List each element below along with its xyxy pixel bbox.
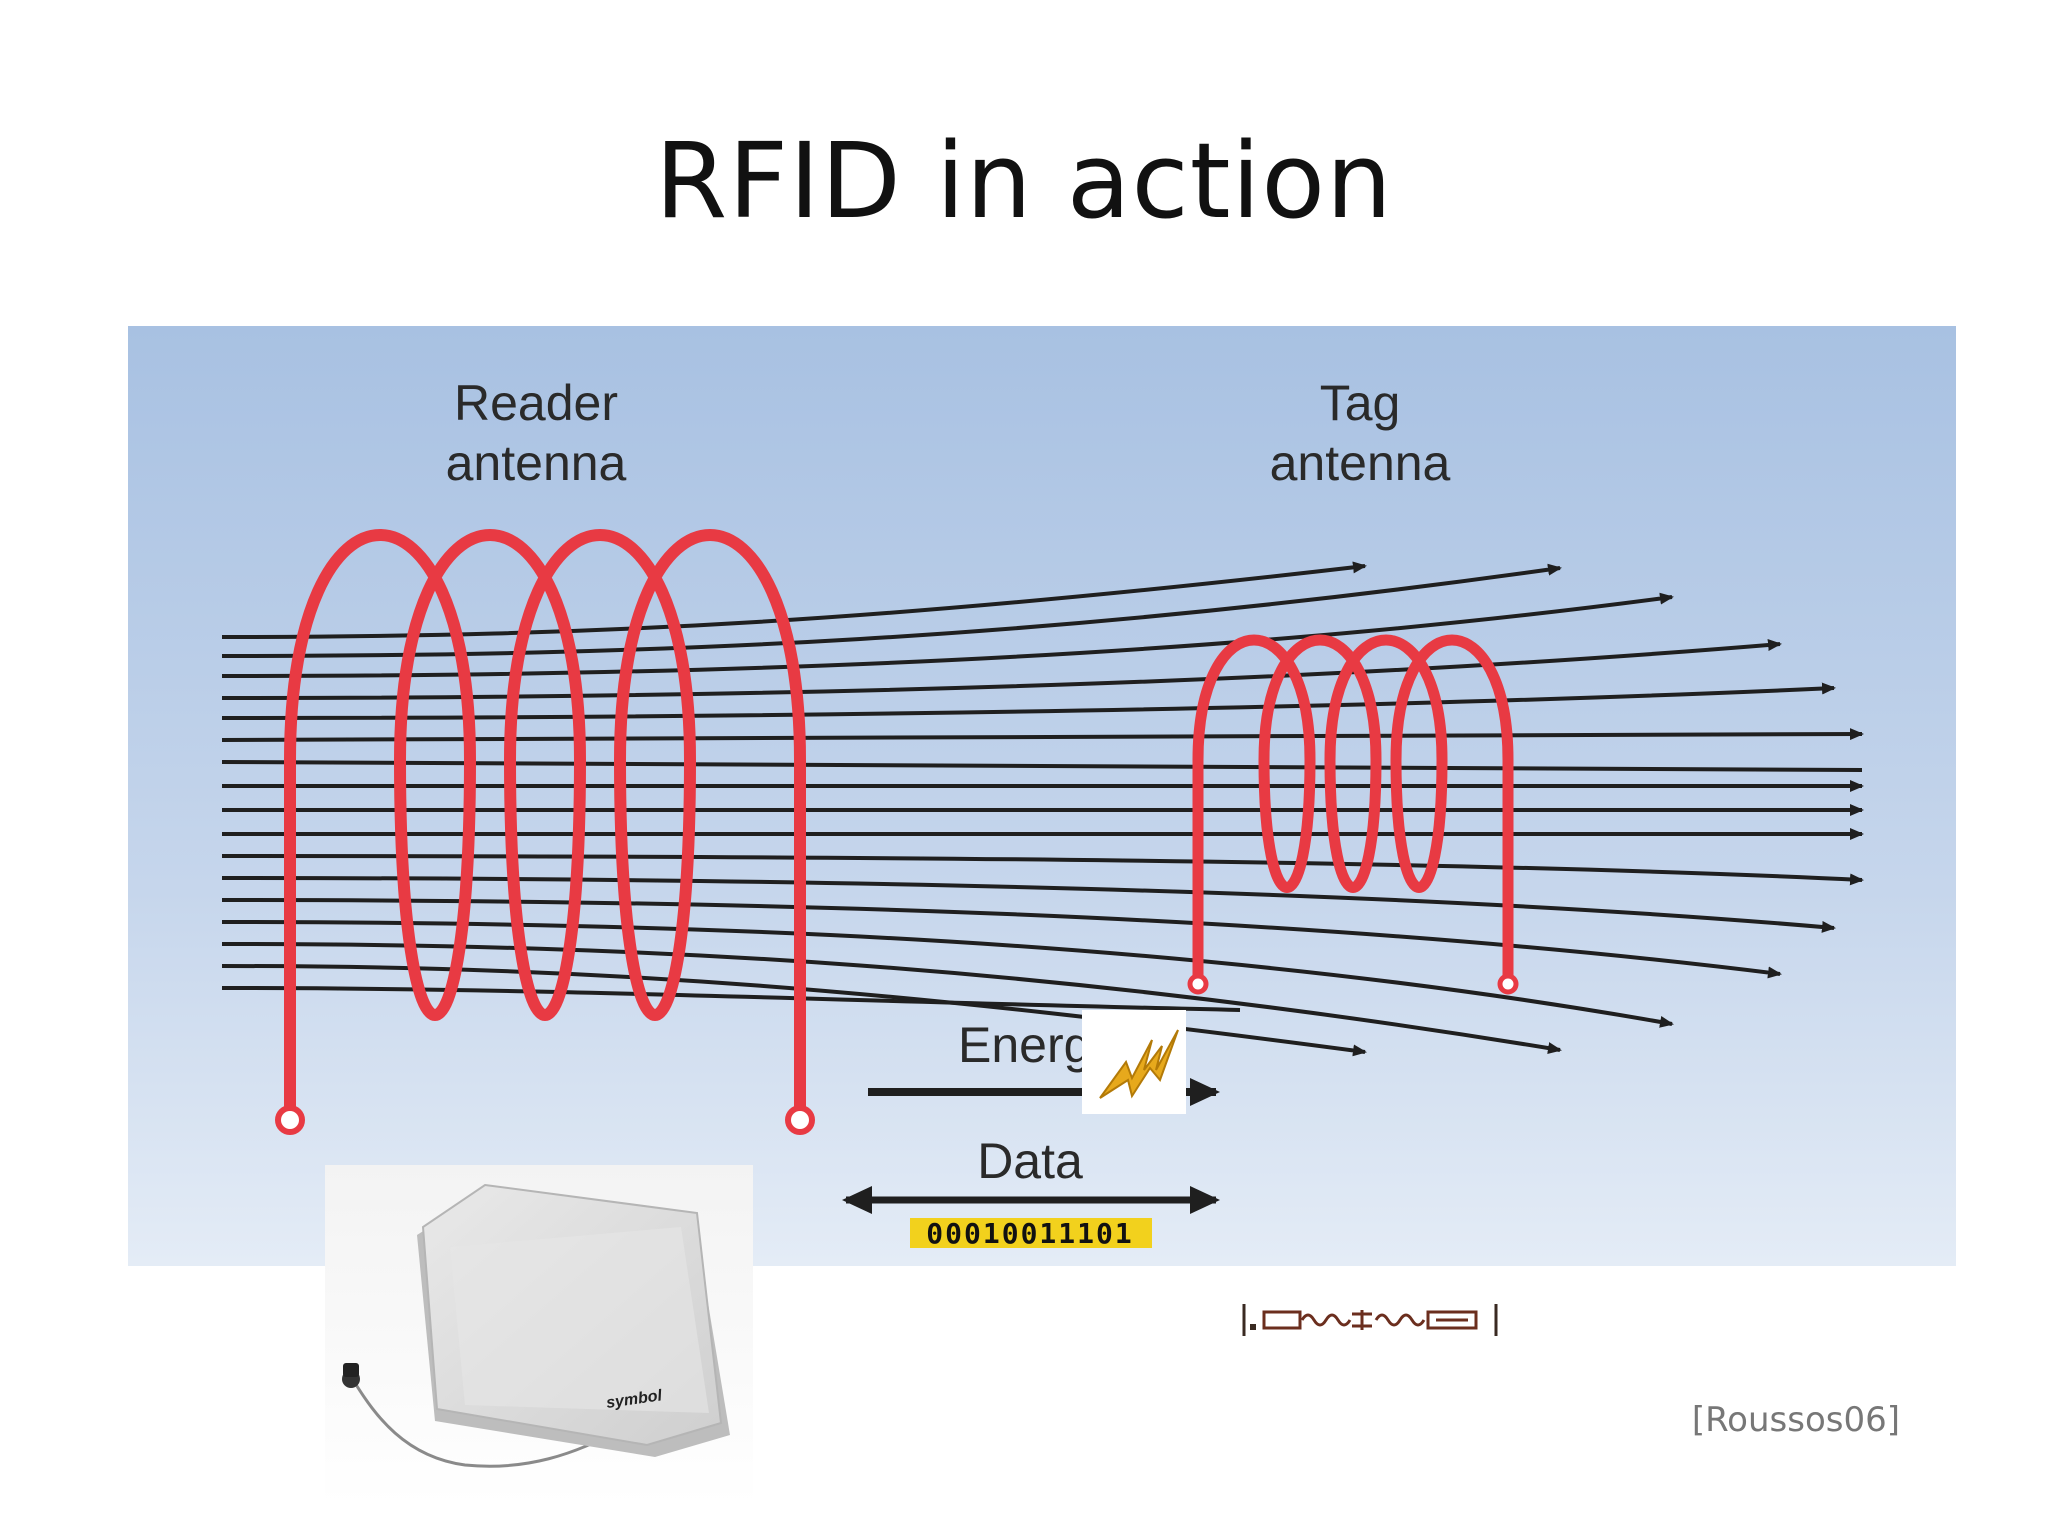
binary-data-text: 00010011101 — [926, 1217, 1133, 1250]
reader-antenna-panel-icon: symbol — [342, 1183, 730, 1468]
tag-antenna-coil — [1187, 634, 1519, 995]
reader-antenna-photo: symbol — [325, 1165, 753, 1505]
tag-label-line1: Tag — [1320, 375, 1401, 431]
data-label: Data — [977, 1133, 1083, 1189]
slide-title: RFID in action — [655, 120, 1393, 242]
citation: [Roussos06] — [1691, 1400, 1900, 1440]
binary-data-highlight — [910, 1218, 1152, 1248]
reader-label-line1: Reader — [454, 375, 618, 431]
reader-antenna-coil — [275, 529, 815, 1135]
rfid-tag-inlay — [1240, 1300, 1500, 1345]
diagram-background — [128, 326, 1956, 1266]
reader-label-line2: antenna — [446, 435, 627, 491]
lightning-bolt-icon — [1082, 1010, 1186, 1114]
rfid-tag-inlay-icon — [1242, 1304, 1498, 1336]
tag-label-line2: antenna — [1270, 435, 1451, 491]
